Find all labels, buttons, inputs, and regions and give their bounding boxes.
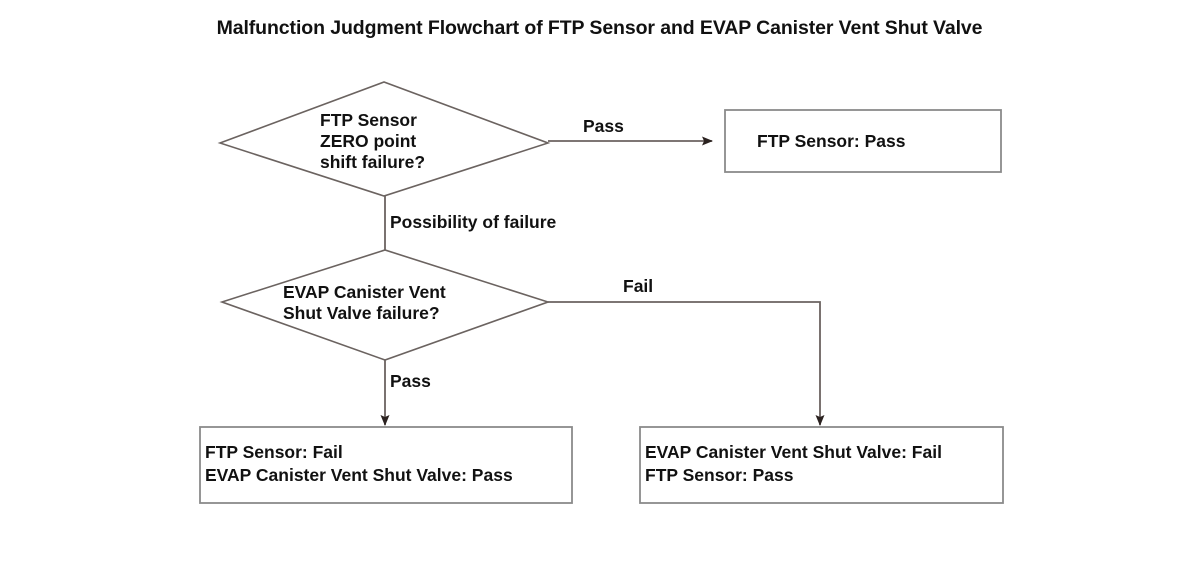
result-box-bottom-left-label: FTP Sensor: Fail EVAP Canister Vent Shut…	[205, 442, 513, 485]
edge-decision2-fail	[548, 301, 825, 426]
decision-node-1-shape	[217, 81, 551, 197]
edge-label-possibility-of-failure: Possibility of failure	[390, 212, 557, 232]
page-title: Malfunction Judgment Flowchart of FTP Se…	[216, 17, 983, 39]
result-box-bottom-left-shape	[199, 426, 573, 504]
result-box-top-right-label: FTP Sensor: Pass	[757, 131, 906, 151]
result-box-bottom-right-label: EVAP Canister Vent Shut Valve: Fail FTP …	[645, 442, 942, 485]
result-box-top-right-shape	[724, 109, 1002, 173]
edge-label-decision2-pass: Pass	[390, 371, 431, 391]
result-box-bottom-right-shape	[639, 426, 1004, 504]
decision-node-1-label: FTP Sensor ZERO point shift failure?	[320, 110, 426, 172]
decision-node-2-label: EVAP Canister Vent Shut Valve failure?	[283, 282, 446, 323]
edge-label-decision2-fail: Fail	[623, 276, 654, 296]
edge-label-decision1-pass: Pass	[583, 116, 624, 136]
